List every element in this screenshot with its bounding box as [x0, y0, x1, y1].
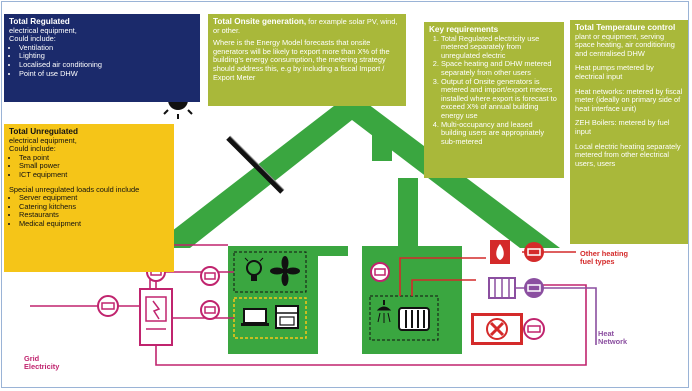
temperature-zeh-boilers: ZEH Boilers: metered by fuel input [575, 118, 670, 136]
heating-equipment-box [369, 295, 439, 341]
list-item: Ventilation [19, 43, 195, 53]
regulated-box: Total Regulated electrical equipment, Co… [4, 14, 200, 102]
onsite-title-rest: for example solar PV, wind, or other. [213, 17, 398, 35]
temperature-local-electric: Local electric heating separately metere… [575, 141, 681, 168]
solar-panel-icon [226, 135, 285, 194]
heat-meter-icon [524, 278, 544, 298]
unregulated-intro: Could include: [9, 144, 56, 154]
oven-icon [275, 305, 299, 329]
list-item: Restaurants [19, 211, 169, 220]
list-item: Space heating and DHW metered separately… [441, 60, 559, 77]
onsite-generation-box: Total Onsite generation, for example sol… [208, 14, 406, 106]
list-item: Output of Onsite generators is metered a… [441, 77, 559, 121]
list-item: Tea point [19, 153, 169, 163]
heat-pump-icon [471, 313, 523, 345]
list-item: Lighting [19, 52, 195, 61]
onsite-body: Where is the Energy Model forecasts that… [213, 38, 390, 82]
shower-icon [376, 300, 392, 323]
list-item: Small power [19, 162, 169, 171]
regulated-intro: Could include: [9, 34, 56, 44]
fuel-meter-icon [524, 242, 544, 262]
special-loads-intro: Special unregulated loads could include [9, 184, 140, 194]
unregulated-equipment-box [233, 297, 307, 339]
regulated-equipment-box [233, 251, 307, 293]
regulated-title: Total Regulated [9, 17, 70, 26]
list-item: Catering kitchens [19, 202, 169, 212]
radiator-icon [398, 307, 430, 331]
regulated-subtitle: electrical equipment, [9, 25, 77, 35]
chimney [372, 131, 392, 161]
boiler-flame-icon [490, 240, 510, 264]
temperature-heat-pumps: Heat pumps metered by electrical input [575, 63, 654, 81]
list-item: Point of use DHW [19, 69, 195, 79]
meter-icon [200, 266, 220, 286]
fan-icon [270, 256, 300, 286]
meter-icon [370, 262, 390, 282]
temperature-title: Total Temperature control [575, 23, 676, 32]
list-item: Medical equipment [19, 219, 169, 229]
grid-meter-icon [97, 295, 119, 317]
key-requirements-box: Key requirements Total Regulated electri… [424, 22, 564, 178]
unregulated-title: Total Unregulated [9, 127, 78, 136]
meter-icon [200, 300, 220, 320]
meter-icon [523, 318, 545, 340]
light-bulb-icon [244, 257, 264, 281]
distribution-board [139, 288, 173, 346]
requirements-title: Key requirements [429, 25, 499, 34]
list-item: Localised air conditioning [19, 60, 195, 70]
unregulated-subtitle: electrical equipment, [9, 135, 77, 145]
onsite-title: Total Onsite generation, [213, 17, 307, 26]
temperature-control-box: Total Temperature control plant or equip… [570, 20, 688, 244]
temperature-heat-networks: Heat networks: metered by fiscal meter (… [575, 86, 683, 113]
list-item: Multi-occupancy and leased building user… [441, 120, 559, 147]
unregulated-box: Total Unregulated electrical equipment, … [4, 124, 174, 272]
list-item: ICT equipment [19, 170, 169, 180]
list-item: Total Regulated electricity use metered … [441, 34, 559, 61]
house-roof [150, 92, 560, 248]
heat-exchanger-icon [488, 277, 516, 299]
temperature-title-rest: plant or equipment, serving space heatin… [575, 31, 675, 58]
house-right-wing [362, 246, 462, 354]
list-item: Server equipment [19, 194, 169, 203]
laptop-icon [241, 308, 269, 326]
house-left-wing [228, 246, 318, 354]
